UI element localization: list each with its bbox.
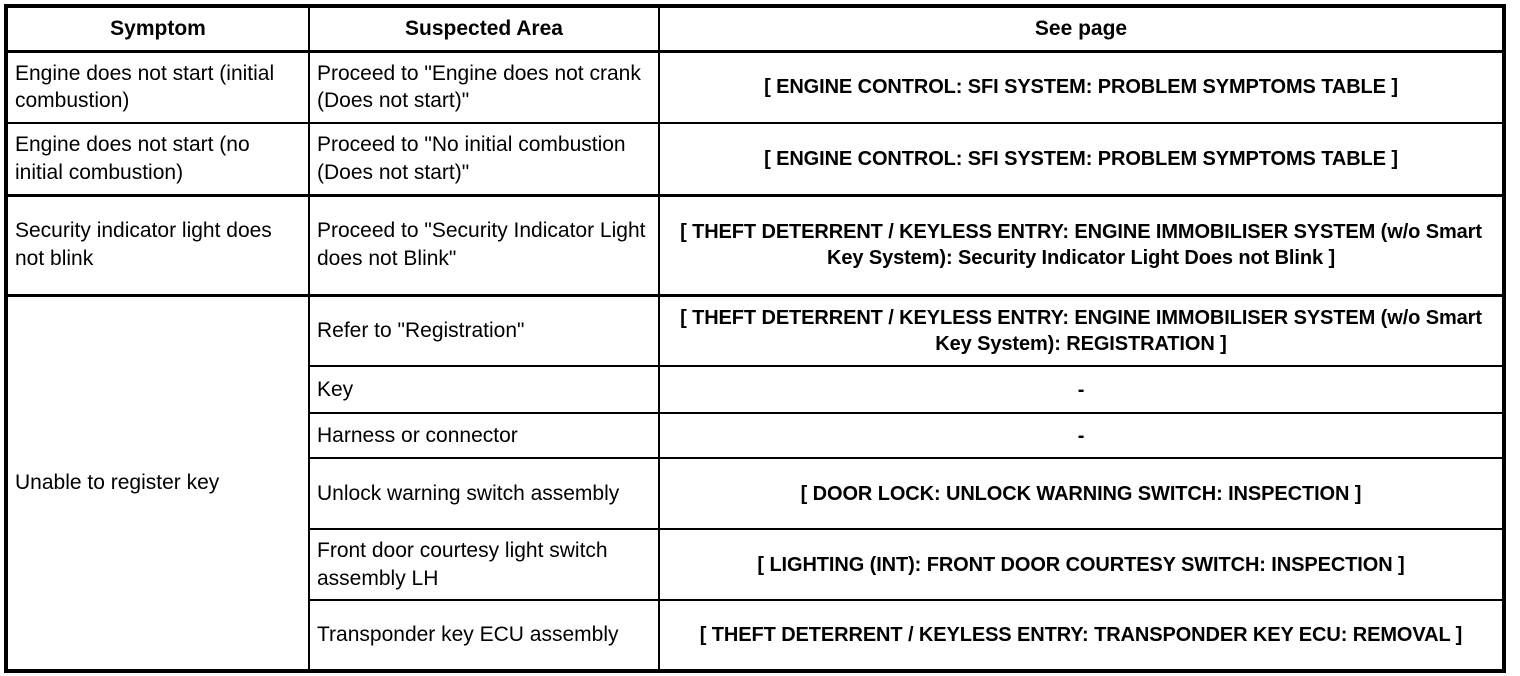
cell-see-page: [ LIGHTING (INT): FRONT DOOR COURTESY SW… bbox=[658, 528, 1505, 601]
cell-see-page: [ THEFT DETERRENT / KEYLESS ENTRY: TRANS… bbox=[658, 599, 1505, 672]
cell-see-page: [ ENGINE CONTROL: SFI SYSTEM: PROBLEM SY… bbox=[658, 122, 1505, 196]
table-header-row: Symptom Suspected Area See page bbox=[5, 5, 1505, 52]
cell-suspected-area: Unlock warning switch assembly bbox=[308, 457, 660, 530]
cell-see-page: - bbox=[658, 365, 1505, 414]
table-row: Key - bbox=[6, 365, 1505, 414]
table-row: Engine does not start (initial combustio… bbox=[5, 49, 1505, 124]
cell-symptom: Engine does not start (no initial combus… bbox=[5, 122, 310, 196]
cell-symptom: Engine does not start (initial combustio… bbox=[5, 49, 310, 124]
column-header-see-page: See page bbox=[658, 5, 1505, 52]
table-row: Engine does not start (no initial combus… bbox=[5, 122, 1505, 196]
column-header-symptom: Symptom bbox=[5, 5, 310, 52]
cell-see-page: [ ENGINE CONTROL: SFI SYSTEM: PROBLEM SY… bbox=[658, 49, 1505, 124]
cell-suspected-area: Proceed to "Security Indicator Light doe… bbox=[308, 193, 660, 296]
cell-see-page: - bbox=[658, 412, 1505, 459]
table-header: Symptom Suspected Area See page bbox=[5, 5, 1505, 52]
problem-symptoms-table: Symptom Suspected Area See page Engine d… bbox=[4, 4, 1506, 673]
cell-suspected-area: Harness or connector bbox=[308, 412, 660, 459]
cell-symptom: Unable to register key bbox=[5, 293, 310, 672]
table-row: Security indicator light does not blink … bbox=[5, 193, 1505, 296]
table-row: Transponder key ECU assembly [ THEFT DET… bbox=[6, 599, 1505, 672]
cell-suspected-area: Proceed to "Engine does not crank (Does … bbox=[308, 49, 660, 124]
table-row: Unlock warning switch assembly [ DOOR LO… bbox=[6, 457, 1505, 530]
cell-suspected-area: Front door courtesy light switch assembl… bbox=[308, 528, 660, 601]
cell-see-page: [ THEFT DETERRENT / KEYLESS ENTRY: ENGIN… bbox=[658, 193, 1505, 296]
cell-suspected-area: Refer to "Registration" bbox=[308, 293, 660, 367]
column-header-suspected-area: Suspected Area bbox=[308, 5, 660, 52]
cell-suspected-area: Transponder key ECU assembly bbox=[308, 599, 660, 672]
cell-see-page: [ THEFT DETERRENT / KEYLESS ENTRY: ENGIN… bbox=[658, 293, 1505, 367]
cell-see-page: [ DOOR LOCK: UNLOCK WARNING SWITCH: INSP… bbox=[658, 457, 1505, 530]
table-row: Front door courtesy light switch assembl… bbox=[6, 528, 1505, 601]
table-row: Harness or connector - bbox=[6, 412, 1505, 459]
cell-symptom: Security indicator light does not blink bbox=[5, 193, 310, 296]
table-row: Unable to register key Refer to "Registr… bbox=[5, 293, 1505, 672]
table-body: Engine does not start (initial combustio… bbox=[5, 49, 1505, 672]
cell-suspected-area: Key bbox=[308, 365, 660, 414]
cell-suspected-area: Proceed to "No initial combustion (Does … bbox=[308, 122, 660, 196]
